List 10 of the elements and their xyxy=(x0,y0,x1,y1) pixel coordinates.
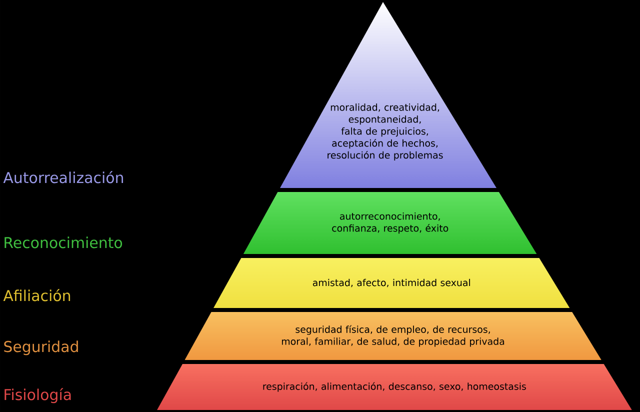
pyramid-level: moralidad, creatividad, espontaneidad, falta de prejuicios, aceptación de hechos, resolución de problemas xyxy=(328,104,443,160)
level-name: Seguridad xyxy=(4,340,78,356)
pyramid-level: amistad, afecto, intimidad sexual xyxy=(312,278,470,288)
pyramid-level: autorreconocimiento, confianza, respeto, éxito xyxy=(332,212,448,234)
level-name: Autorrealización xyxy=(3,171,123,184)
level-name: Reconocimiento xyxy=(4,236,122,248)
level-name: Afiliación xyxy=(3,289,70,302)
pyramid-level: seguridad física, de empleo, de recursos, moral, familiar, de salud, de propiedad privada xyxy=(282,325,504,347)
pyramid-level: respiración, alimentación, descanso, sexo, homeostasis xyxy=(263,382,526,392)
level-name: Fisiología xyxy=(4,388,71,404)
